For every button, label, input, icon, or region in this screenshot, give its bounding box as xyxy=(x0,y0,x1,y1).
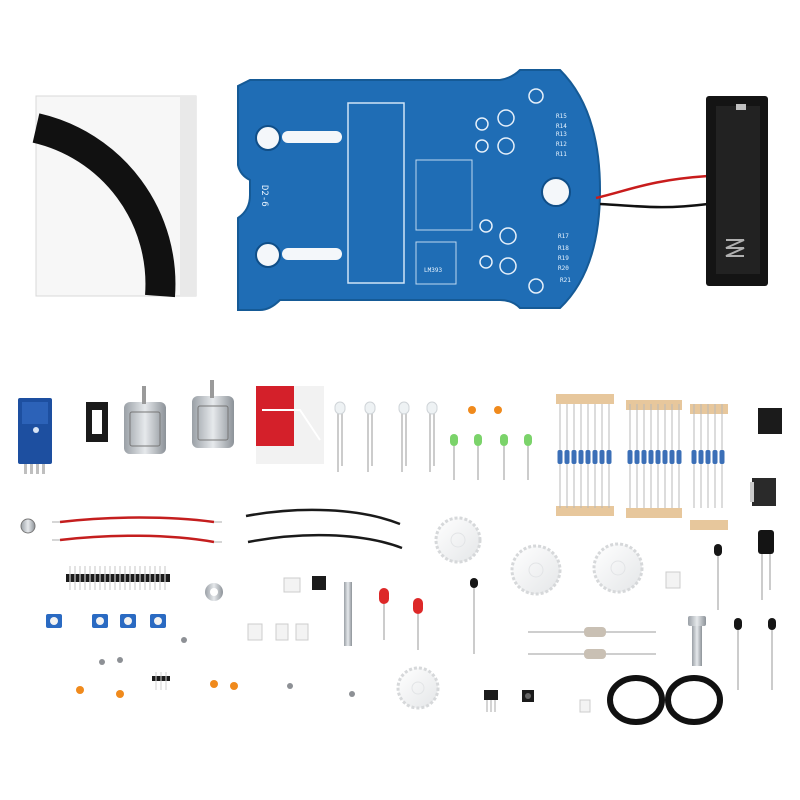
resistor-body xyxy=(655,450,661,464)
pcb-resistor-label: R20 xyxy=(558,265,569,272)
resistor-body xyxy=(585,450,591,464)
screws xyxy=(99,637,355,697)
rubber-tires xyxy=(607,675,723,725)
resistor-body xyxy=(571,450,577,464)
dc-motor xyxy=(124,386,166,454)
resistor-body xyxy=(712,450,718,464)
potentiometers xyxy=(46,614,166,628)
bluetooth-module xyxy=(18,398,52,474)
pin-header xyxy=(66,566,170,590)
resistor-body xyxy=(705,450,711,464)
resistor-body xyxy=(606,450,612,464)
pcb-ic-label: LM393 xyxy=(424,267,442,274)
green-leds xyxy=(450,434,532,480)
pcb-resistor-label: R15 xyxy=(556,113,567,120)
resistor-body xyxy=(698,450,704,464)
gears xyxy=(396,516,644,710)
resistor-body xyxy=(592,450,598,464)
slide-switch xyxy=(484,690,498,712)
pcb-resistor-label: R18 xyxy=(558,245,569,252)
pcb-resistor-label: R21 xyxy=(560,277,571,284)
resistor-body xyxy=(662,450,668,464)
gear-hub xyxy=(528,562,544,578)
ir-receivers xyxy=(470,544,776,690)
track-paper xyxy=(32,95,197,298)
pcb-board: D2-6 LM393 R15R14R13R12R11R17R18R19R20R2… xyxy=(237,69,602,311)
red-wires xyxy=(52,516,222,544)
resistor-body xyxy=(719,450,725,464)
push-button xyxy=(522,690,534,702)
pcb-resistor-label: R19 xyxy=(558,255,569,262)
resistor-body xyxy=(648,450,654,464)
resistor-body xyxy=(578,450,584,464)
caster-ball xyxy=(20,518,36,534)
hex-nut xyxy=(205,583,223,601)
pcb-resistor-label: R14 xyxy=(556,123,567,130)
gear xyxy=(592,542,644,594)
pcb-board-id: D2-6 xyxy=(259,185,269,207)
orange-spacers xyxy=(76,406,502,698)
resistor-body xyxy=(676,450,682,464)
ic-chip xyxy=(750,408,782,506)
gear xyxy=(510,544,562,596)
gear-hub xyxy=(411,681,425,695)
resistor-body xyxy=(564,450,570,464)
small-ic xyxy=(312,576,326,590)
pcb-resistor-label: R17 xyxy=(558,233,569,240)
bolt xyxy=(688,616,706,666)
ic-socket xyxy=(86,402,108,442)
gear-hub xyxy=(450,532,466,548)
gear-hub xyxy=(610,560,626,576)
battery-holder xyxy=(595,96,768,286)
dc-motor xyxy=(192,380,234,448)
axial-resistors xyxy=(528,627,656,659)
foam-pads xyxy=(256,386,324,464)
black-wires xyxy=(245,508,403,550)
resistor-body xyxy=(641,450,647,464)
pcb-resistor-label: R11 xyxy=(556,151,567,158)
red-leds xyxy=(379,588,423,650)
gear xyxy=(396,666,440,710)
resistor-body xyxy=(599,450,605,464)
resistor-body xyxy=(627,450,633,464)
resistor-strips xyxy=(556,394,728,530)
resistor-body xyxy=(634,450,640,464)
small-header xyxy=(152,672,170,690)
ir-leds xyxy=(334,401,438,472)
pcb-resistor-label: R12 xyxy=(556,141,567,148)
pcb-resistor-label: R13 xyxy=(556,131,567,138)
resistor-body xyxy=(669,450,675,464)
gear xyxy=(434,516,482,564)
resistor-body xyxy=(691,450,697,464)
capacitor xyxy=(758,530,774,600)
white-connectors xyxy=(247,571,681,713)
resistor-body xyxy=(557,450,563,464)
metal-standoff xyxy=(344,582,352,646)
